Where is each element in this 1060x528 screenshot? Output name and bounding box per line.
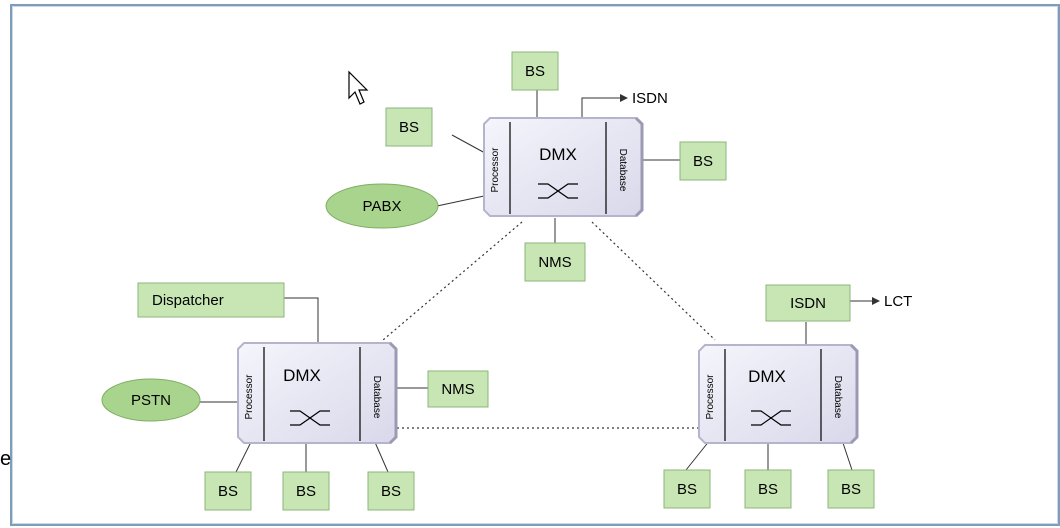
crossover-switch-icon xyxy=(538,183,578,199)
bs-box-right-2 xyxy=(744,469,792,509)
processor-label: Processor xyxy=(705,374,716,420)
bs-label: BS xyxy=(218,483,238,500)
bs-box-top-left xyxy=(385,107,433,147)
bs-label: BS xyxy=(381,483,401,500)
pstn-ellipse xyxy=(101,378,201,422)
processor-label: Processor xyxy=(244,374,255,420)
dmx-node-right: Processor Database DMX xyxy=(698,343,859,445)
connection-lines xyxy=(198,90,872,473)
dispatcher-label: Dispatcher xyxy=(152,292,224,309)
crossover-switch-icon xyxy=(290,410,330,426)
bs-box-left-3 xyxy=(367,471,415,511)
isdn-label: ISDN xyxy=(632,90,668,107)
processor-label: Processor xyxy=(490,147,501,193)
bs-label: BS xyxy=(677,481,697,498)
crossover-switch-icon xyxy=(751,410,791,426)
nms-box-top xyxy=(524,242,586,282)
lct-label: LCT xyxy=(884,293,912,310)
dmx-node-left: Processor Database DMX xyxy=(237,341,398,445)
bs-box-top xyxy=(511,51,559,91)
arrow-head-icon xyxy=(620,94,880,305)
bs-label: BS xyxy=(525,63,545,80)
dispatcher-box xyxy=(137,282,285,318)
dmx-title: DMX xyxy=(283,366,321,385)
pabx-label: PABX xyxy=(363,198,402,215)
nms-box-left xyxy=(427,370,489,408)
bs-label: BS xyxy=(693,153,713,170)
database-label: Database xyxy=(371,376,382,419)
dmx-node-top: Processor Database DMX xyxy=(483,116,644,218)
stray-text: e xyxy=(0,448,12,470)
dmx-title: DMX xyxy=(748,367,786,386)
database-label: Database xyxy=(617,149,628,192)
bs-label: BS xyxy=(758,481,778,498)
database-label: Database xyxy=(832,376,843,419)
dmx-title: DMX xyxy=(539,145,577,164)
bs-label: BS xyxy=(399,119,419,136)
bs-box-left-2 xyxy=(282,471,330,511)
isdn-box xyxy=(765,284,851,322)
bs-label: BS xyxy=(296,483,316,500)
nms-label: NMS xyxy=(538,254,571,271)
pstn-label: PSTN xyxy=(131,392,171,409)
bs-box-right-3 xyxy=(827,469,875,509)
bs-box-right-1 xyxy=(663,469,711,509)
bs-label: BS xyxy=(841,481,861,498)
mouse-cursor-icon xyxy=(348,70,369,105)
pabx-ellipse xyxy=(325,183,439,229)
nms-label: NMS xyxy=(441,381,474,398)
trunk-lines xyxy=(382,221,716,429)
isdn-box-label: ISDN xyxy=(790,295,826,312)
bs-box-top-right xyxy=(679,141,727,181)
bs-box-left-1 xyxy=(204,471,252,511)
